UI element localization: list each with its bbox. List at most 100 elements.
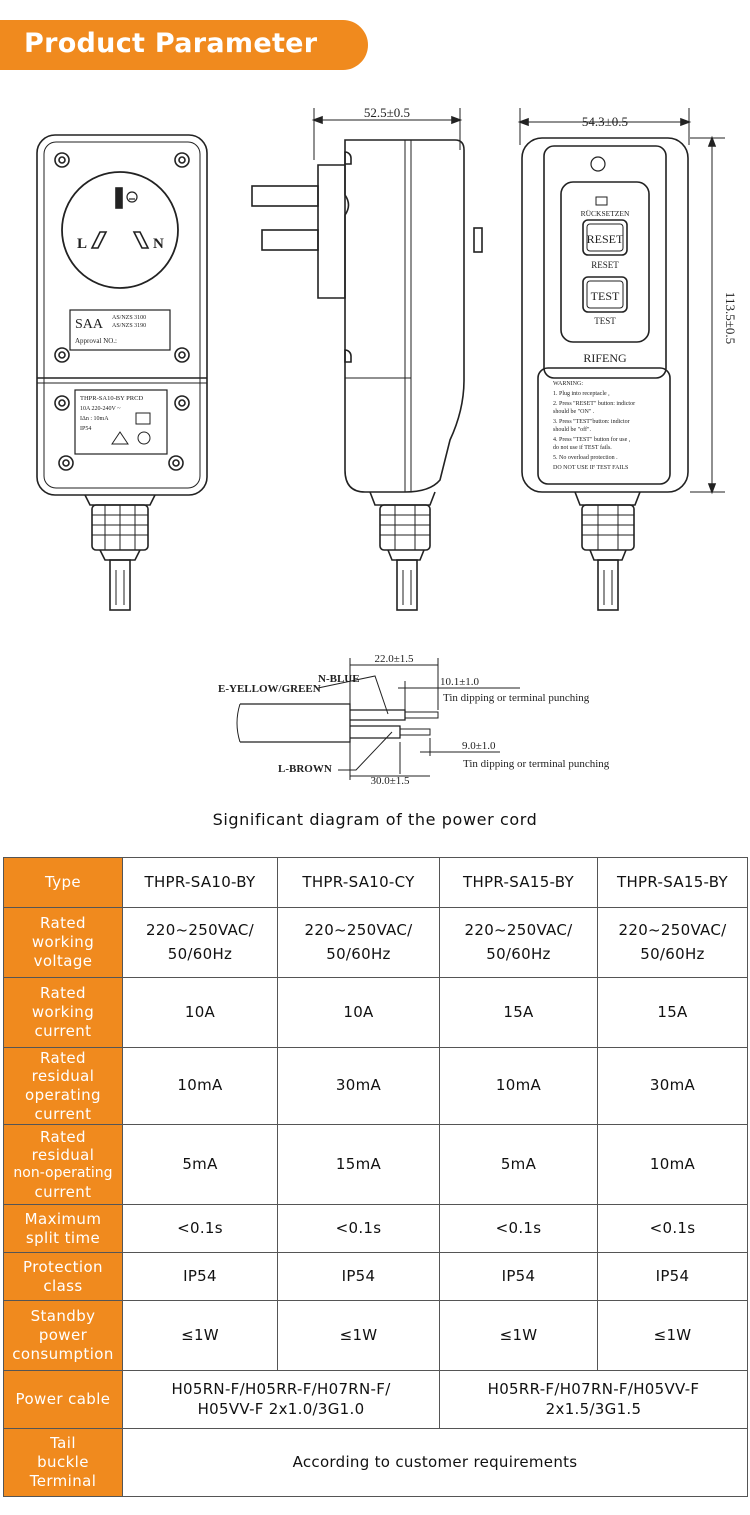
warning-line: 3. Press "TEST"button: indictor xyxy=(553,419,630,425)
row-header-line: class xyxy=(43,1276,83,1295)
socket-label-n: N xyxy=(153,236,164,252)
side-view xyxy=(251,108,483,611)
row-header-line: working xyxy=(31,1003,95,1022)
product-drawings: 52.5±0.5 54.3±0.5 113.5±0.5 L N SAA AS/N… xyxy=(36,105,738,611)
row-header: Standby power consumption xyxy=(3,1300,123,1371)
value-cell: IP54 xyxy=(597,1252,748,1301)
value-cell: 5mA xyxy=(439,1124,598,1205)
label-std1: AS/NZS 3100 xyxy=(112,315,146,321)
reset-top-label: RÜCKSETZEN xyxy=(581,209,630,218)
warning-line: 1. Plug into receptacle , xyxy=(553,391,610,397)
warning-line: 5. No overload protection . xyxy=(553,455,618,461)
row-header-line: Rated xyxy=(40,984,86,1003)
table-row: Type THPR-SA10-BY THPR-SA10-CY THPR-SA15… xyxy=(3,857,748,908)
table-row: Rated residual non-operating current 5mA… xyxy=(3,1124,748,1205)
row-header-line: consumption xyxy=(12,1344,114,1363)
dim-bottom: 30.0±1.5 xyxy=(370,775,410,787)
row-header-line: power xyxy=(38,1326,88,1345)
value-cell: 15mA xyxy=(277,1124,440,1205)
label-approval: Approval NO.: xyxy=(75,337,117,345)
value-cell: 220~250VAC/50/60Hz xyxy=(597,907,748,978)
value-cell: IP54 xyxy=(277,1252,440,1301)
value-line: 50/60Hz xyxy=(167,944,233,963)
tail-value: According to customer requirements xyxy=(122,1428,748,1497)
label-rating: 10A 220-240V ~ xyxy=(80,406,121,412)
row-header-line: split time xyxy=(25,1228,101,1247)
value-cell: 220~250VAC/50/60Hz xyxy=(122,907,278,978)
row-header: Rated residual operating current xyxy=(3,1047,123,1125)
row-header-line: Protection xyxy=(23,1257,103,1276)
label-n: N-BLUE xyxy=(318,673,360,685)
model-cell: THPR-SA10-CY xyxy=(277,857,440,908)
value-line: 50/60Hz xyxy=(486,944,551,963)
value-cell: 220~250VAC/50/60Hz xyxy=(277,907,440,978)
warning-line: WARNING: xyxy=(553,381,583,387)
label-model: THPR-SA10-BY PRCD xyxy=(80,395,143,402)
value-line: H05RR-F/H07RN-F/H05VV-F xyxy=(487,1380,700,1398)
row-header-line: current xyxy=(34,1182,92,1201)
value-cell: 220~250VAC/50/60Hz xyxy=(439,907,598,978)
table-row: Rated residual operating current 10mA 30… xyxy=(3,1047,748,1125)
row-header-line: buckle xyxy=(37,1453,89,1472)
value-cell: ≤1W xyxy=(597,1300,748,1371)
value-cell: 10A xyxy=(122,977,278,1048)
note-l: Tin dipping or terminal punching xyxy=(463,758,610,770)
value-cell: IP54 xyxy=(439,1252,598,1301)
socket-label-l: L xyxy=(77,236,87,252)
value-cell: <0.1s xyxy=(277,1204,440,1253)
label-std2: AS/NZS 3190 xyxy=(112,323,146,329)
value-line: 2x1.5/3G1.5 xyxy=(545,1399,642,1418)
reset-caption: RESET xyxy=(591,260,619,270)
label-idn: IΔn : 10mA xyxy=(80,416,109,422)
value-line: 220~250VAC/ xyxy=(464,921,573,940)
table-row: Rated working voltage 220~250VAC/50/60Hz… xyxy=(3,907,748,978)
value-cell: ≤1W xyxy=(439,1300,598,1371)
value-cell: 5mA xyxy=(122,1124,278,1205)
row-header-power-cable: Power cable xyxy=(3,1370,123,1429)
row-header-line: current xyxy=(34,1021,92,1040)
model-cell: THPR-SA15-BY xyxy=(439,857,598,908)
dim-width-back: 54.3±0.5 xyxy=(582,114,628,129)
row-header-line: residual xyxy=(31,1146,95,1165)
value-line: 220~250VAC/ xyxy=(304,921,413,940)
warning-line: 4. Press "TEST" button for use , xyxy=(553,436,631,443)
row-header-line: working xyxy=(31,933,95,952)
value-cell: 30mA xyxy=(277,1047,440,1125)
value-cell: <0.1s xyxy=(597,1204,748,1253)
table-row: Rated working current 10A 10A 15A 15A xyxy=(3,977,748,1048)
value-line: 220~250VAC/ xyxy=(146,921,254,940)
row-header-line: Standby xyxy=(30,1307,96,1326)
power-cord-diagram: 22.0±1.5 10.1±1.0 9.0±1.0 30.0±1.5 E-YEL… xyxy=(218,653,610,787)
note-n: Tin dipping or terminal punching xyxy=(443,692,590,704)
table-row: Maximum split time <0.1s <0.1s <0.1s <0.… xyxy=(3,1204,748,1253)
value-cell: ≤1W xyxy=(277,1300,440,1371)
row-header: Rated working current xyxy=(3,977,123,1048)
value-cell: 15A xyxy=(597,977,748,1048)
label-ip: IP54 xyxy=(80,426,91,432)
diagram-caption: Significant diagram of the power cord xyxy=(212,810,538,829)
section-banner: Product Parameter xyxy=(0,20,368,70)
section-title: Product Parameter xyxy=(24,28,318,59)
back-view xyxy=(517,108,725,611)
value-cell: 10mA xyxy=(439,1047,598,1125)
warning-line: 2. Press "RESET" button: indictor xyxy=(553,401,635,407)
warning-line: do not use if TEST fails. xyxy=(553,444,612,451)
value-line: H05RN-F/H05RR-F/H07RN-F/ xyxy=(171,1380,391,1398)
row-header-line: Rated xyxy=(40,914,86,933)
value-cell: <0.1s xyxy=(122,1204,278,1253)
dim-n: 10.1±1.0 xyxy=(440,676,480,688)
value-cell: 10mA xyxy=(597,1124,748,1205)
value-cell: ≤1W xyxy=(122,1300,278,1371)
value-line: H05VV-F 2x1.0/3G1.0 xyxy=(197,1399,365,1418)
row-header-line: Rated xyxy=(40,1127,86,1146)
table-row: Power cable H05RN-F/H05RR-F/H07RN-F/ H05… xyxy=(3,1370,748,1429)
warning-line: should be "ON" . xyxy=(553,409,595,415)
value-line: 220~250VAC/ xyxy=(618,921,727,940)
row-header-line: operating xyxy=(25,1086,101,1104)
model-cell: THPR-SA10-BY xyxy=(122,857,278,908)
power-cable-group-2: H05RR-F/H07RN-F/H05VV-F 2x1.5/3G1.5 xyxy=(439,1370,748,1429)
value-line: 50/60Hz xyxy=(326,944,391,963)
reset-button-label: RESET xyxy=(587,232,624,246)
label-saa: SAA xyxy=(75,317,104,332)
spec-table: Type THPR-SA10-BY THPR-SA10-CY THPR-SA15… xyxy=(3,857,748,1497)
